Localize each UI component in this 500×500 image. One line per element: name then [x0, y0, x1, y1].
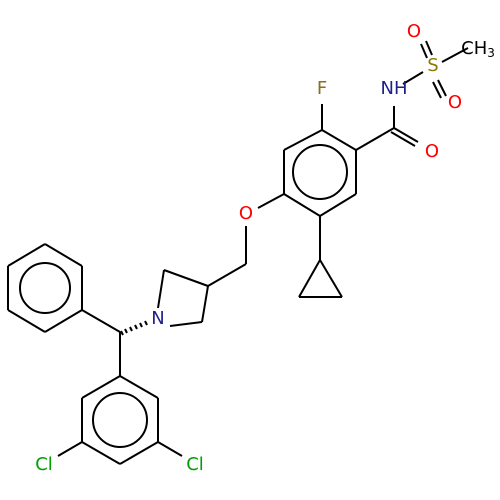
- bond: [81, 375, 121, 399]
- hash-line: [144, 320, 148, 326]
- bond: [319, 259, 343, 298]
- bond: [402, 71, 424, 85]
- bond: [157, 441, 183, 457]
- bond: [81, 441, 121, 465]
- bond: [7, 243, 46, 267]
- bond: [355, 127, 395, 151]
- bond: [7, 309, 46, 333]
- methyl-subscript: 3: [487, 46, 495, 60]
- dichlorophenyl-ring: [57, 332, 183, 465]
- aromatic-circle: [292, 144, 348, 200]
- bond: [44, 309, 83, 333]
- ether-linker: [207, 193, 285, 287]
- azetidine-ring: [157, 269, 209, 327]
- aromatic-circle: [92, 392, 148, 448]
- methyl-main-text: CH: [461, 38, 487, 59]
- bond: [163, 269, 209, 287]
- acylsulfonamide-branch: [321, 40, 469, 151]
- bond: [393, 127, 419, 143]
- methyl-label: CH3: [461, 38, 495, 60]
- bond: [319, 193, 357, 217]
- central-aryl-ring: [283, 129, 357, 217]
- atom-labels: F NH O S O O O N Cl Cl CH3: [35, 21, 495, 475]
- bond: [119, 375, 159, 399]
- sulfonyl-oxygen-bottom-label: O: [448, 92, 462, 113]
- amide-nh-label: NH: [381, 78, 408, 99]
- bond: [432, 81, 442, 99]
- fluorine-label: F: [317, 78, 327, 99]
- carbonyl-oxygen-label: O: [425, 141, 439, 162]
- bond: [390, 131, 416, 147]
- bond: [119, 441, 159, 465]
- bond: [157, 269, 165, 309]
- bond: [201, 285, 209, 323]
- hash-line: [124, 328, 128, 334]
- hash-line: [120, 330, 124, 336]
- bond: [283, 129, 323, 151]
- hash-line: [129, 326, 133, 332]
- bond: [441, 47, 469, 63]
- sulfonyl-oxygen-top-label: O: [407, 21, 421, 42]
- sulfur-label: S: [427, 55, 438, 76]
- aromatic-circle: [19, 262, 71, 314]
- bond: [321, 129, 357, 151]
- azetidine-nitrogen-label: N: [151, 308, 164, 329]
- bond: [298, 259, 321, 298]
- hash-line: [139, 322, 143, 328]
- bond: [420, 43, 428, 59]
- chlorine-left-label: Cl: [35, 454, 53, 475]
- bond: [437, 79, 447, 97]
- bond: [257, 193, 285, 209]
- bond: [283, 193, 321, 217]
- bond: [44, 243, 83, 267]
- phenyl-ring: [7, 243, 121, 333]
- bond: [207, 263, 247, 287]
- bond: [81, 309, 121, 333]
- stereo-hashed-bond: [120, 320, 148, 336]
- hash-line: [134, 324, 138, 330]
- cyclopropyl-group: [298, 216, 343, 298]
- bond: [425, 40, 433, 56]
- ether-oxygen-label: O: [239, 203, 253, 224]
- chlorine-right-label: Cl: [186, 454, 204, 475]
- bond: [57, 441, 83, 457]
- bond: [169, 321, 203, 327]
